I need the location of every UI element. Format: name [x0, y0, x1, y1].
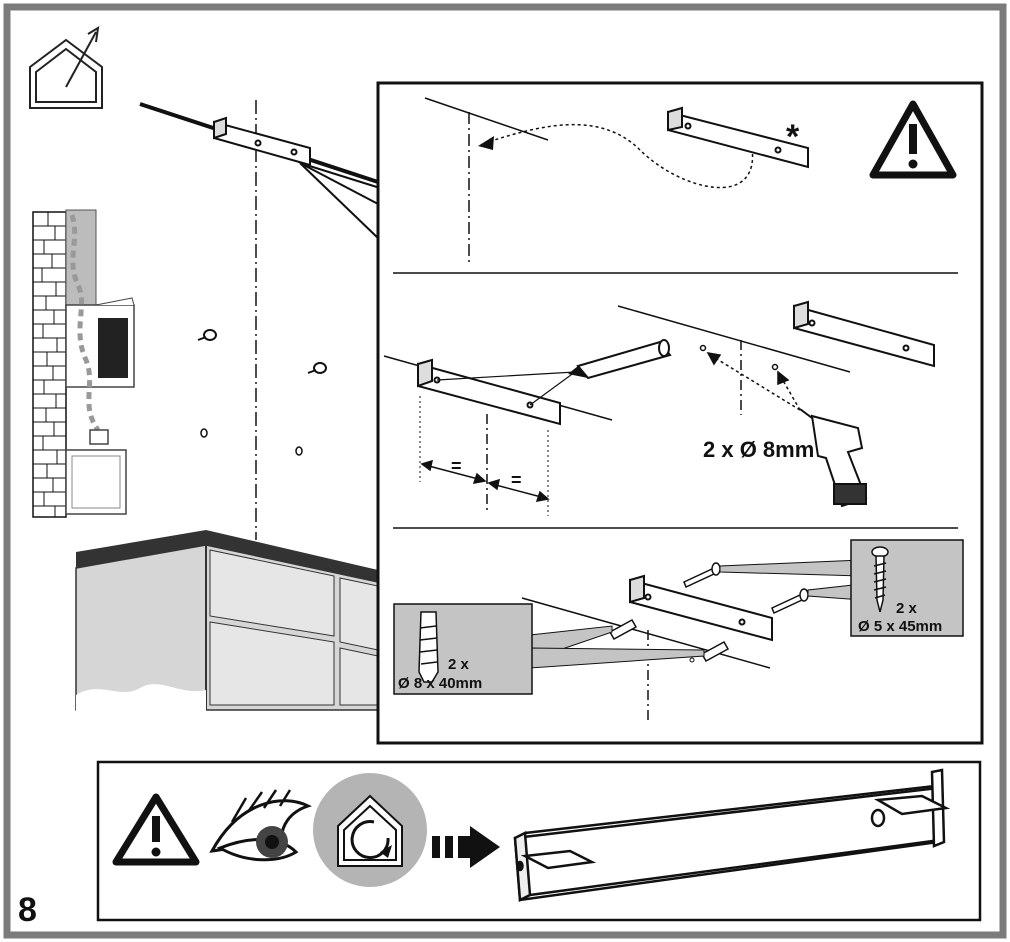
screw-size-label: Ø 5 x 45mm: [858, 618, 942, 635]
top-step: *: [424, 97, 957, 262]
arrow-right-icon: [432, 826, 500, 868]
spacing-equal-left: =: [451, 456, 462, 476]
brick-wall: [32, 211, 67, 518]
house-vent-out-icon: [29, 26, 103, 109]
eye-icon: [209, 789, 312, 862]
page-frame: [3, 3, 1007, 939]
wall-screw: [197, 329, 327, 374]
plug-qty-label: 2 x: [448, 656, 470, 673]
screw-icon: [871, 546, 889, 613]
drill-icon: [799, 408, 868, 508]
warning-icon: [112, 793, 200, 866]
screw-qty-label: 2 x: [896, 600, 918, 617]
duct: [65, 209, 135, 515]
drill-arrow: [706, 352, 801, 411]
bracket: [667, 106, 809, 169]
rotate-in-house-icon: [337, 794, 403, 867]
exclamation-bar: [152, 816, 160, 842]
wall-hole: [200, 428, 208, 438]
spacing-equal-right: =: [511, 470, 522, 490]
warning-icon: [869, 100, 957, 179]
wall-scene: [32, 100, 381, 712]
bottom-step: 2 x Ø 8 x 40mm 2 x Ø 5 x 45mm: [393, 539, 964, 720]
drill-spec-label: 2 x Ø 8mm: [703, 437, 814, 462]
plug-size-label: Ø 8 x 40mm: [398, 675, 482, 692]
arrow-head-icon: [478, 136, 494, 150]
plug-callout: [393, 603, 533, 695]
bracket: [629, 574, 773, 642]
wall-hole: [295, 446, 303, 456]
asterisk-marker: *: [786, 118, 800, 156]
dimension-arrow: [420, 459, 550, 502]
middle-step: = = 2 x Ø 8mm: [383, 300, 935, 516]
pencil-icon: [568, 339, 672, 380]
page-number: 8: [18, 891, 37, 929]
wall-bracket: [213, 116, 311, 167]
screw: [683, 562, 809, 615]
bracket: [793, 300, 935, 368]
wall-cabinet: [75, 530, 379, 712]
bracket-closeup: [513, 768, 951, 902]
wall-plug: [608, 618, 730, 663]
wall-plug-icon: [418, 611, 439, 683]
screw-callout: [850, 539, 964, 637]
